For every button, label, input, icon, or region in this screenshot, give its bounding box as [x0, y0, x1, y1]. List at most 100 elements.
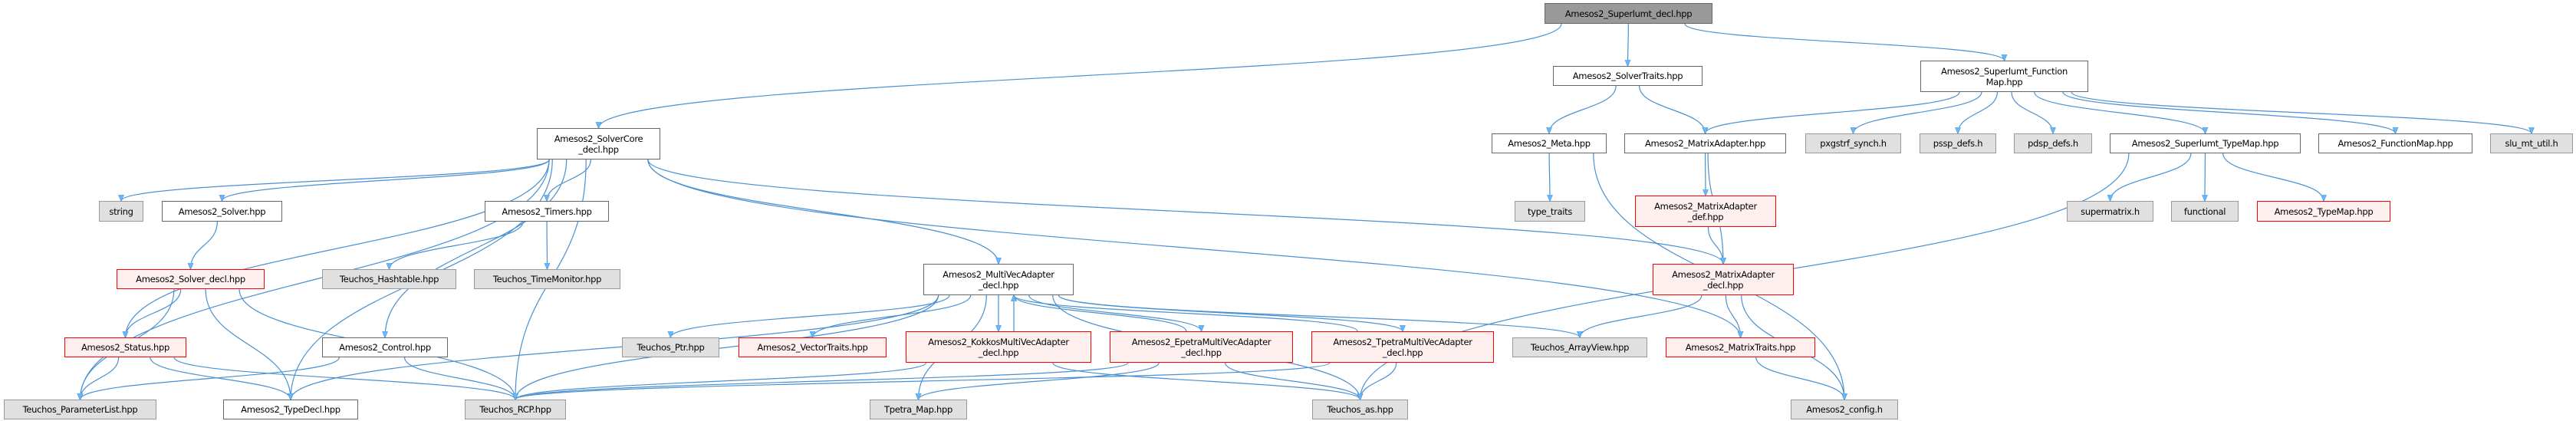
- node-label: Teuchos_ArrayView.hpp: [1530, 342, 1630, 353]
- edge-solvercore-to-timers: [547, 159, 591, 201]
- node-timers[interactable]: Amesos2_Timers.hpp: [485, 201, 609, 222]
- node-typetraits[interactable]: type_traits: [1515, 201, 1585, 222]
- edge-multivec-to-arrayview: [1058, 294, 1580, 337]
- edge-solverdecl-to-status: [126, 288, 182, 337]
- node-label: string: [109, 206, 133, 217]
- node-label: Amesos2_config.h: [1806, 404, 1883, 415]
- node-label: Teuchos_RCP.hpp: [479, 404, 551, 415]
- node-label: Amesos2_Timers.hpp: [502, 206, 592, 217]
- node-pxgstrf[interactable]: pxgstrf_synch.h: [1805, 133, 1901, 153]
- node-pssp[interactable]: pssp_defs.h: [1920, 133, 1996, 153]
- edge-control-to-rcp: [403, 357, 516, 400]
- node-label: Amesos2_FunctionMap.hpp: [2337, 138, 2453, 149]
- edge-status-to-rcp: [173, 357, 515, 400]
- node-vectortraits[interactable]: Amesos2_VectorTraits.hpp: [739, 337, 887, 357]
- edge-slufuncmap-to-pxgstrf: [1854, 91, 1982, 133]
- node-kokkos[interactable]: Amesos2_KokkosMultiVecAdapter_decl.hpp: [906, 331, 1091, 363]
- node-label: Amesos2_Solver.hpp: [178, 206, 266, 217]
- node-label: Amesos2_KokkosMultiVecAdapter: [928, 336, 1069, 347]
- edge-epetra-to-rcp: [515, 362, 1129, 400]
- node-label: _def.hpp: [1687, 211, 1724, 222]
- node-root[interactable]: Amesos2_Superlumt_decl.hpp: [1545, 3, 1712, 24]
- node-solvertraits[interactable]: Amesos2_SolverTraits.hpp: [1553, 66, 1703, 86]
- node-meta[interactable]: Amesos2_Meta.hpp: [1492, 133, 1607, 153]
- node-paramlist[interactable]: Teuchos_ParameterList.hpp: [4, 400, 156, 419]
- node-teuchosas[interactable]: Teuchos_as.hpp: [1312, 400, 1408, 419]
- node-label: Amesos2_EpetraMultiVecAdapter: [1131, 336, 1272, 347]
- node-control[interactable]: Amesos2_Control.hpp: [322, 337, 448, 357]
- node-label: Amesos2_Control.hpp: [339, 342, 431, 353]
- node-label: _decl.hpp: [978, 347, 1019, 358]
- edge-control-to-paramlist: [81, 357, 340, 400]
- node-config[interactable]: Amesos2_config.h: [1791, 400, 1898, 419]
- node-label: slu_mt_util.h: [2505, 138, 2558, 149]
- node-label: Amesos2_TypeDecl.hpp: [241, 404, 341, 415]
- edge-slufuncmap-to-pssp: [1958, 91, 1999, 133]
- node-label: Amesos2_VectorTraits.hpp: [757, 342, 868, 353]
- edge-slutypemap-to-supermatrix: [2110, 153, 2192, 201]
- node-label: _decl.hpp: [1181, 347, 1222, 358]
- node-supermatrix[interactable]: supermatrix.h: [2067, 201, 2153, 222]
- node-label: Teuchos_Hashtable.hpp: [339, 274, 439, 285]
- node-slumtutil[interactable]: slu_mt_util.h: [2490, 133, 2573, 153]
- node-tpetramap[interactable]: Tpetra_Map.hpp: [870, 400, 967, 419]
- edge-meta-to-typetraits: [1549, 153, 1550, 201]
- node-label: Amesos2_Solver_decl.hpp: [136, 274, 245, 285]
- edge-solvercore-to-mattraits: [647, 159, 1741, 337]
- node-tpetra[interactable]: Amesos2_TpetraMultiVecAdapter_decl.hpp: [1311, 331, 1494, 363]
- edge-root-to-solvercore: [599, 23, 1562, 128]
- node-label: type_traits: [1527, 206, 1573, 217]
- node-label: _decl.hpp: [978, 279, 1019, 291]
- node-solvercore[interactable]: Amesos2_SolverCore_decl.hpp: [537, 128, 660, 160]
- node-label: Amesos2_SolverTraits.hpp: [1572, 71, 1683, 81]
- node-epetra[interactable]: Amesos2_EpetraMultiVecAdapter_decl.hpp: [1110, 331, 1293, 363]
- edge-multivec-to-ptr: [671, 294, 950, 337]
- node-solver[interactable]: Amesos2_Solver.hpp: [162, 201, 282, 222]
- edge-solvercore-to-solver: [222, 159, 550, 201]
- node-timemonitor[interactable]: Teuchos_TimeMonitor.hpp: [474, 269, 620, 289]
- edge-kokkos-to-teuchosas: [1052, 362, 1360, 400]
- node-rcp[interactable]: Teuchos_RCP.hpp: [465, 400, 566, 419]
- edge-solvercore-to-string: [121, 159, 550, 201]
- node-functional[interactable]: functional: [2171, 201, 2239, 222]
- node-label: pdsp_defs.h: [2028, 138, 2078, 149]
- node-string[interactable]: string: [99, 201, 143, 222]
- edge-solvertraits-to-matadapter: [1639, 85, 1706, 133]
- node-label: Amesos2_MatrixAdapter: [1654, 200, 1757, 212]
- node-label: Teuchos_as.hpp: [1327, 404, 1393, 415]
- node-solverdecl[interactable]: Amesos2_Solver_decl.hpp: [117, 269, 265, 289]
- edge-slufuncmap-to-pdsp: [2011, 91, 2053, 133]
- node-mattraits[interactable]: Amesos2_MatrixTraits.hpp: [1666, 337, 1815, 357]
- node-label: Amesos2_Superlumt_TypeMap.hpp: [2131, 138, 2279, 149]
- edge-solverdecl-to-typedecl: [205, 288, 291, 400]
- node-pdsp[interactable]: pdsp_defs.h: [2014, 133, 2092, 153]
- node-slutypemap[interactable]: Amesos2_Superlumt_TypeMap.hpp: [2110, 133, 2301, 153]
- edge-solvercore-to-control: [385, 159, 568, 337]
- node-funcmap[interactable]: Amesos2_FunctionMap.hpp: [2318, 133, 2472, 153]
- node-label: supermatrix.h: [2081, 206, 2140, 217]
- node-ptr[interactable]: Teuchos_Ptr.hpp: [622, 337, 719, 357]
- node-label: pssp_defs.h: [1933, 138, 1983, 149]
- edge-solvercore-to-matadapterdecl: [647, 159, 1723, 264]
- node-hashtable[interactable]: Teuchos_Hashtable.hpp: [322, 269, 456, 289]
- edge-multivec-to-vectortraits: [813, 294, 972, 337]
- edge-slufuncmap-to-slutypemap: [2034, 91, 2206, 133]
- edge-tpetra-to-teuchosas: [1360, 362, 1397, 400]
- node-label: Amesos2_TypeMap.hpp: [2274, 206, 2374, 217]
- node-typedecl[interactable]: Amesos2_TypeDecl.hpp: [223, 400, 358, 419]
- node-arrayview[interactable]: Teuchos_ArrayView.hpp: [1512, 337, 1647, 357]
- node-typemap[interactable]: Amesos2_TypeMap.hpp: [2257, 201, 2390, 222]
- node-label: Amesos2_MultiVecAdapter: [943, 268, 1054, 280]
- node-label: _decl.hpp: [1382, 347, 1423, 358]
- node-matadapterdecl[interactable]: Amesos2_MatrixAdapter_decl.hpp: [1653, 264, 1794, 295]
- node-multivec[interactable]: Amesos2_MultiVecAdapter_decl.hpp: [923, 264, 1074, 295]
- node-label: Amesos2_MatrixAdapter: [1672, 268, 1775, 280]
- node-matadapter[interactable]: Amesos2_MatrixAdapter.hpp: [1624, 133, 1786, 153]
- node-label: _decl.hpp: [1703, 279, 1744, 291]
- edge-mattraits-to-config: [1755, 357, 1844, 400]
- node-matadapterdef[interactable]: Amesos2_MatrixAdapter_def.hpp: [1635, 196, 1776, 227]
- node-label: Amesos2_Meta.hpp: [1508, 138, 1591, 149]
- node-status[interactable]: Amesos2_Status.hpp: [64, 337, 186, 357]
